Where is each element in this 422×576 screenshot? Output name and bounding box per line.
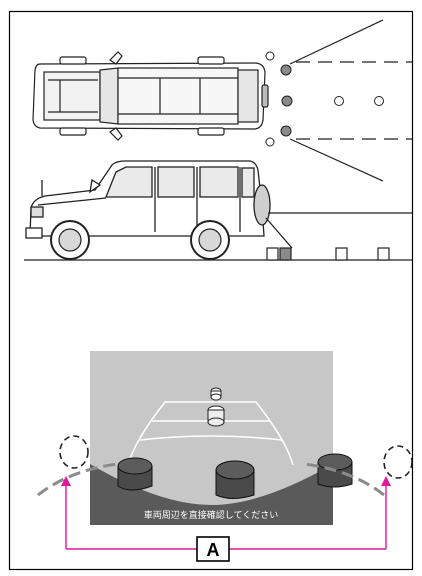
guide-dot-white	[375, 97, 384, 106]
post-white	[336, 248, 347, 260]
post-grey	[280, 248, 291, 260]
callout-label: A	[207, 540, 220, 560]
guide-dot-grey	[281, 65, 291, 75]
post-white	[378, 248, 389, 260]
post-white	[267, 248, 278, 260]
screen-caption: 車両周辺を直接確認してください	[144, 509, 278, 521]
vehicle-top-view	[33, 52, 268, 140]
guide-dot-white	[335, 97, 344, 106]
camera-screen: 車両周辺を直接確認してください	[90, 351, 333, 525]
guide-dot-grey	[282, 96, 292, 106]
guide-dot-grey	[281, 126, 291, 136]
corner-marker	[266, 52, 274, 60]
corner-marker	[266, 138, 274, 146]
